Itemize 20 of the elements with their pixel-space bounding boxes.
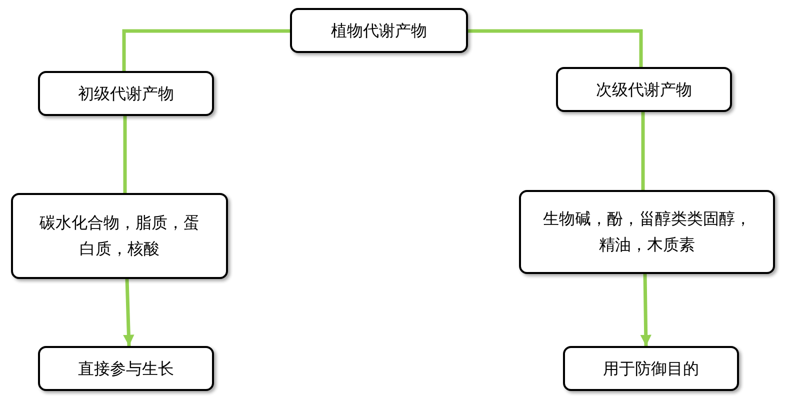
connector-line [122, 29, 290, 71]
connector-line [123, 116, 127, 193]
node-label: 碳水化合物，脂质，蛋白质，核酸 [38, 212, 200, 260]
node-label: 生物碱，酚，甾醇类类固醇，精油，木质素 [543, 208, 751, 256]
node-label: 植物代谢产物 [331, 20, 427, 42]
node-label: 直接参与生长 [78, 358, 174, 380]
connector-line [468, 29, 643, 67]
arrow [640, 274, 652, 346]
text-box [38, 346, 214, 391]
text-box [38, 71, 214, 116]
text-box [519, 190, 775, 274]
node-label: 用于防御目的 [603, 358, 699, 380]
arrow [123, 278, 134, 346]
text-box [563, 346, 739, 391]
node-label: 初级代谢产物 [78, 82, 174, 105]
text-box [290, 8, 468, 53]
text-box [556, 67, 732, 112]
connector-line [641, 112, 645, 190]
text-box [11, 193, 228, 279]
node-label: 次级代谢产物 [596, 78, 692, 101]
